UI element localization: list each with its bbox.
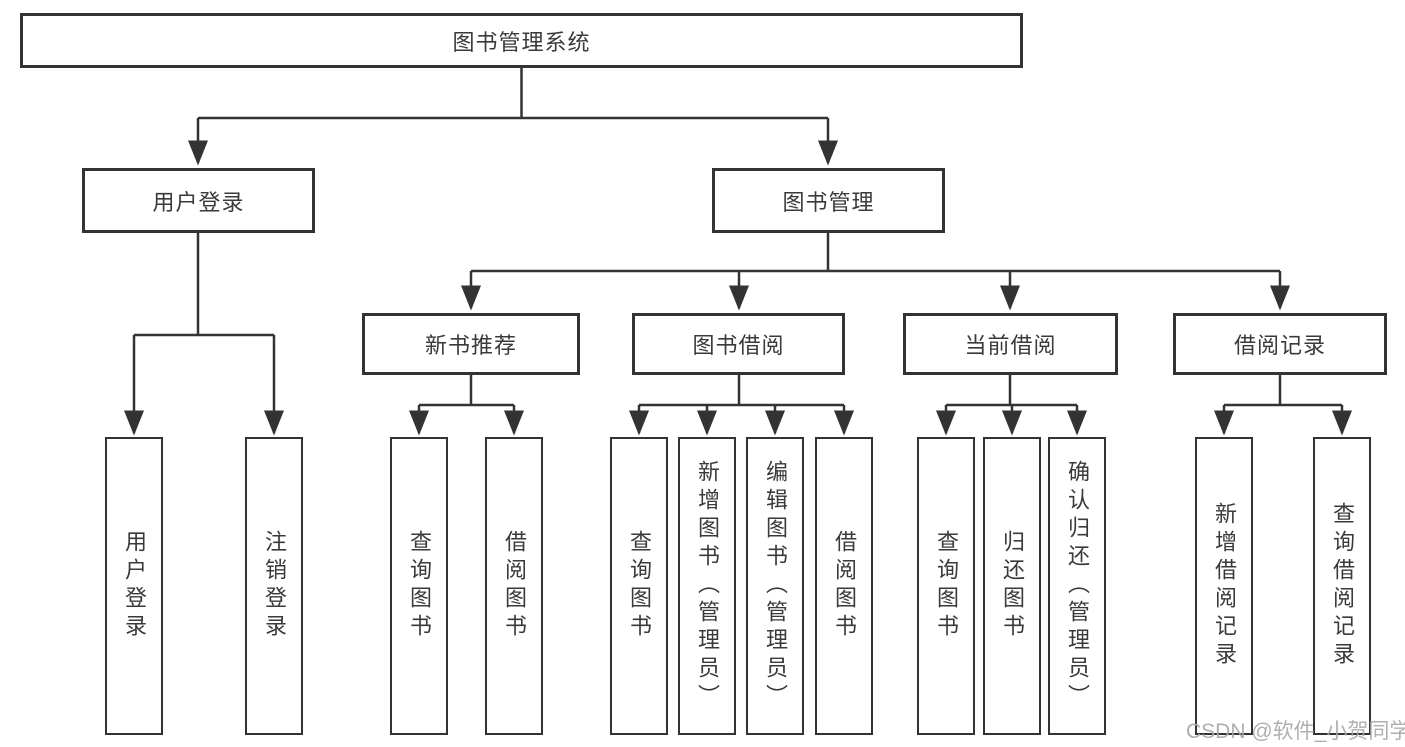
leaf-return-books: 归还图书	[983, 437, 1041, 735]
node-label: 编辑图书（管理员）	[763, 460, 788, 712]
connector-newbook-to-leaves	[409, 375, 524, 436]
node-label: 新书推荐	[424, 333, 517, 358]
leaf-add-borrow-record: 新增借阅记录	[1195, 437, 1253, 735]
node-label: 图书管理	[782, 189, 875, 215]
leaf-query-books-recommend: 查询图书	[390, 437, 448, 735]
node-label: 查询图书	[627, 530, 652, 642]
node-label: 图书借阅	[692, 333, 785, 358]
node-label: 用户登录	[152, 189, 245, 215]
leaf-query-books-current: 查询图书	[917, 437, 975, 735]
node-label: 归还图书	[1000, 530, 1025, 642]
csdn-watermark: CSDN @软件_小贺同学	[1186, 720, 1405, 743]
node-label: 查询图书	[934, 530, 959, 642]
leaf-logout: 注销登录	[245, 437, 303, 735]
node-label: 新增借阅记录	[1212, 502, 1237, 670]
connector-record-to-leaves	[1214, 375, 1352, 436]
leaf-borrow-books: 借阅图书	[815, 437, 873, 735]
leaf-query-books-borrow: 查询图书	[610, 437, 668, 735]
node-label: 确认归还（管理员）	[1065, 460, 1090, 712]
node-label: 注销登录	[262, 530, 287, 642]
node-label: 查询借阅记录	[1330, 502, 1355, 670]
node-borrow-record: 借阅记录	[1173, 313, 1387, 375]
connector-borrow-to-leaves	[629, 375, 854, 436]
node-book-management: 图书管理	[712, 168, 945, 233]
node-label: 借阅图书	[502, 530, 527, 642]
node-book-borrow: 图书借阅	[632, 313, 845, 375]
node-library-management-system: 图书管理系统	[20, 13, 1023, 68]
leaf-edit-book-admin: 编辑图书（管理员）	[746, 437, 804, 735]
node-label: 新增图书（管理员）	[695, 460, 720, 712]
node-current-borrow: 当前借阅	[903, 313, 1118, 375]
node-label: 查询图书	[407, 530, 432, 642]
connector-current-to-leaves	[936, 375, 1087, 436]
leaf-user-login: 用户登录	[105, 437, 163, 735]
connector-login-to-leaves	[124, 233, 284, 436]
node-user-login: 用户登录	[82, 168, 315, 233]
connector-root-to-level2	[188, 68, 838, 166]
leaf-query-borrow-record: 查询借阅记录	[1313, 437, 1371, 735]
node-new-book-recommend: 新书推荐	[362, 313, 580, 375]
node-label: 图书管理系统	[452, 29, 591, 55]
node-label: 借阅记录	[1233, 333, 1326, 358]
connector-mgmt-to-level3	[461, 233, 1290, 311]
leaf-add-book-admin: 新增图书（管理员）	[678, 437, 736, 735]
leaf-confirm-return-admin: 确认归还（管理员）	[1048, 437, 1106, 735]
node-label: 当前借阅	[964, 333, 1057, 358]
leaf-borrow-books-recommend: 借阅图书	[485, 437, 543, 735]
node-label: 用户登录	[122, 530, 147, 642]
node-label: 借阅图书	[832, 530, 857, 642]
